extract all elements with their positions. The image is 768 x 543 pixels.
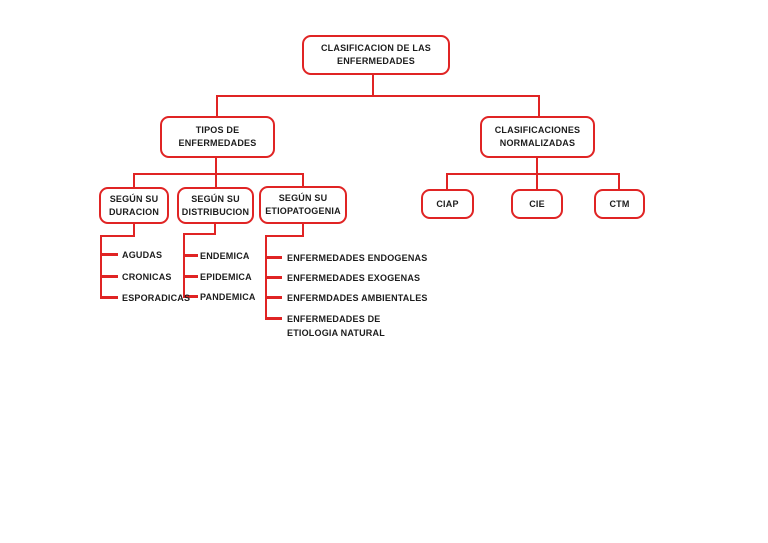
node-cie: CIE xyxy=(511,189,563,219)
node-segun-su-etiopatogenia: SEGÚN SU ETIOPATOGENIA xyxy=(259,186,347,224)
list-item-endemica: ENDEMICA xyxy=(200,251,250,261)
connector-level3-right-bus xyxy=(446,173,620,175)
list-item-epidemica: EPIDEMICA xyxy=(200,272,252,282)
bracket-etiopatogenia-elbow xyxy=(265,235,304,237)
bracket-duracion-elbow xyxy=(100,235,135,237)
connector-normalizadas-down xyxy=(536,158,538,175)
list-item-pandemica: PANDEMICA xyxy=(200,292,256,302)
list-item-enfermedades-etiologia-natural: ENFERMEDADES DE ETIOLOGIA NATURAL xyxy=(287,314,385,338)
bracket-distribucion-down xyxy=(214,224,216,235)
bracket-etiopatogenia-tick xyxy=(265,317,282,320)
list-item-agudas: AGUDAS xyxy=(122,250,163,260)
bracket-distribucion-tick xyxy=(183,254,198,257)
node-clasificacion-enfermedades: CLASIFICACION DE LAS ENFERMEDADES xyxy=(302,35,450,75)
node-clasificaciones-normalizadas: CLASIFICACIONES NORMALIZADAS xyxy=(480,116,595,158)
connector-root-down xyxy=(372,74,374,96)
connector-tipos-down xyxy=(215,158,217,175)
bracket-duracion-down xyxy=(133,224,135,237)
node-ctm: CTM xyxy=(594,189,645,219)
connector-to-distribucion xyxy=(215,173,217,187)
connector-level3-left-bus xyxy=(133,173,304,175)
node-segun-su-distribucion: SEGÚN SU DISTRIBUCION xyxy=(177,187,254,224)
list-item-enfermedades-endogenas: ENFERMEDADES ENDOGENAS xyxy=(287,253,428,263)
list-item-cronicas: CRONICAS xyxy=(122,272,172,282)
bracket-duracion-spine xyxy=(100,235,102,299)
connector-level2-right xyxy=(538,95,540,116)
list-item-esporadicas: ESPORADICAS xyxy=(122,293,191,303)
node-ciap: CIAP xyxy=(421,189,474,219)
bracket-duracion-tick xyxy=(100,253,118,256)
connector-to-ctm xyxy=(618,173,620,189)
node-segun-su-duracion: SEGÚN SU DURACION xyxy=(99,187,169,224)
bracket-distribucion-tick xyxy=(183,295,198,298)
connector-to-etiopatogenia xyxy=(302,173,304,186)
connector-to-duracion xyxy=(133,173,135,187)
connector-level2-bus xyxy=(216,95,540,97)
bracket-duracion-tick xyxy=(100,275,118,278)
connector-level2-left xyxy=(216,95,218,116)
list-item-enfermedades-exogenas: ENFERMEDADES EXOGENAS xyxy=(287,273,421,283)
bracket-distribucion-elbow xyxy=(183,233,216,235)
bracket-duracion-tick xyxy=(100,296,118,299)
bracket-distribucion-spine xyxy=(183,233,185,298)
bracket-etiopatogenia-tick xyxy=(265,296,282,299)
bracket-etiopatogenia-tick xyxy=(265,276,282,279)
list-item-enfermedades-ambientales: ENFERMDADES AMBIENTALES xyxy=(287,293,428,303)
bracket-etiopatogenia-tick xyxy=(265,256,282,259)
bracket-etiopatogenia-down xyxy=(302,224,304,237)
connector-to-cie xyxy=(536,173,538,189)
bracket-distribucion-tick xyxy=(183,275,198,278)
connector-to-ciap xyxy=(446,173,448,189)
node-tipos-de-enfermedades: TIPOS DE ENFERMEDADES xyxy=(160,116,275,158)
